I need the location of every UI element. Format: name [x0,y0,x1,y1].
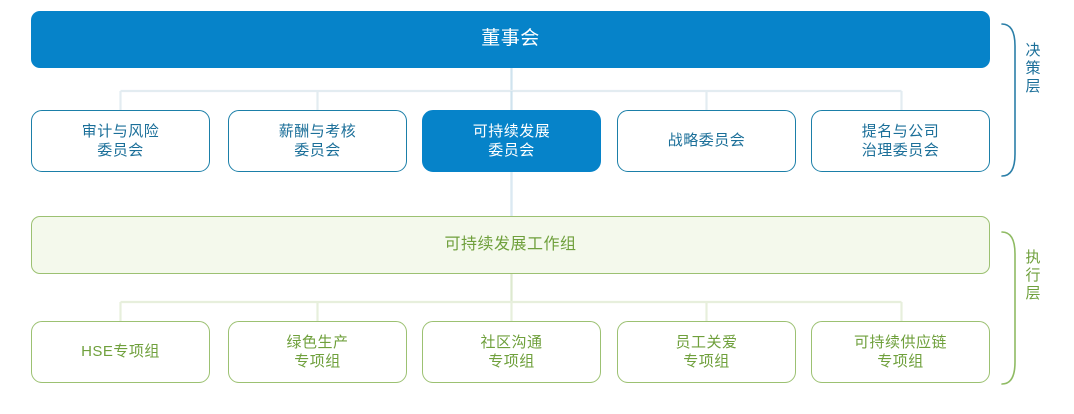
layer-label-execution: 执行层 [1023,249,1041,303]
node-committee-nomination-governance[interactable]: 提名与公司 治理委员会 [811,110,990,172]
node-team-employee-care[interactable]: 员工关爱 专项组 [617,321,796,383]
bracket-execution-layer [1001,231,1016,385]
node-committee-sustainable-development[interactable]: 可持续发展 委员会 [422,110,601,172]
node-sustainability-working-group[interactable]: 可持续发展工作组 [31,216,990,274]
bracket-decision-layer [1001,23,1016,177]
node-committee-audit-risk[interactable]: 审计与风险 委员会 [31,110,210,172]
node-board[interactable]: 董事会 [31,11,990,68]
node-committee-strategy[interactable]: 战略委员会 [617,110,796,172]
node-committee-remuneration-appraisal[interactable]: 薪酬与考核 委员会 [228,110,407,172]
node-team-community-communication[interactable]: 社区沟通 专项组 [422,321,601,383]
node-team-sustainable-supply-chain[interactable]: 可持续供应链 专项组 [811,321,990,383]
layer-label-decision: 决策层 [1023,42,1041,96]
node-team-green-production[interactable]: 绿色生产 专项组 [228,321,407,383]
node-team-hse[interactable]: HSE专项组 [31,321,210,383]
